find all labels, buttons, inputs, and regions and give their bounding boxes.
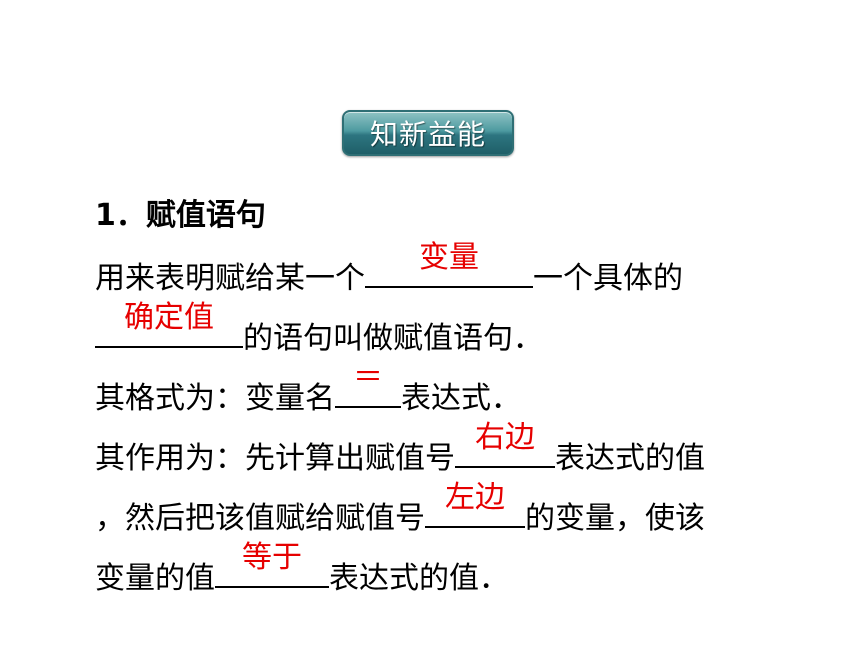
line3-suffix: 表达式． [401, 381, 521, 416]
line1-suffix: 一个具体的 [533, 261, 683, 296]
line4-suffix: 表达式的值 [555, 441, 705, 476]
blank-3: ＝ [335, 362, 401, 408]
text-line-3: 其格式为：变量名 ＝ 表达式． [95, 362, 521, 419]
line4-prefix: 其作用为：先计算出赋值号 [95, 441, 455, 476]
line2-suffix: 的语句叫做赋值语句． [243, 321, 543, 356]
blank-4: 右边 [455, 422, 555, 468]
answer-variable: 变量 [419, 240, 479, 275]
blank-5: 左边 [425, 482, 525, 528]
line5-prefix: ，然后把该值赋给赋值号 [95, 501, 425, 536]
text-line-2: 确定值的语句叫做赋值语句． [95, 302, 543, 359]
blank-6: 等于 [215, 542, 329, 588]
blank-2: 确定值 [95, 302, 243, 348]
line1-prefix: 用来表明赋给某一个 [95, 261, 365, 296]
answer-fixed-value: 确定值 [124, 300, 214, 335]
line6-suffix: 表达式的值． [329, 561, 509, 596]
text-line-5: ，然后把该值赋给赋值号左边的变量，使该 [95, 482, 705, 539]
section-title-badge: 知新益能 [342, 110, 514, 156]
line3-prefix: 其格式为：变量名 [95, 381, 335, 416]
blank-1: 变量 [365, 242, 533, 288]
answer-equals: ＝ [353, 360, 383, 395]
answer-right-side: 右边 [475, 420, 535, 455]
line6-prefix: 变量的值 [95, 561, 215, 596]
text-line-4: 其作用为：先计算出赋值号右边表达式的值 [95, 422, 705, 479]
line5-suffix: 的变量，使该 [525, 501, 705, 536]
answer-left-side: 左边 [445, 480, 505, 515]
section-heading: 1．赋值语句 [95, 198, 266, 233]
text-line-6: 变量的值等于表达式的值． [95, 542, 509, 599]
answer-equal-to: 等于 [242, 540, 302, 575]
text-line-1: 用来表明赋给某一个 变量一个具体的 [95, 242, 683, 299]
